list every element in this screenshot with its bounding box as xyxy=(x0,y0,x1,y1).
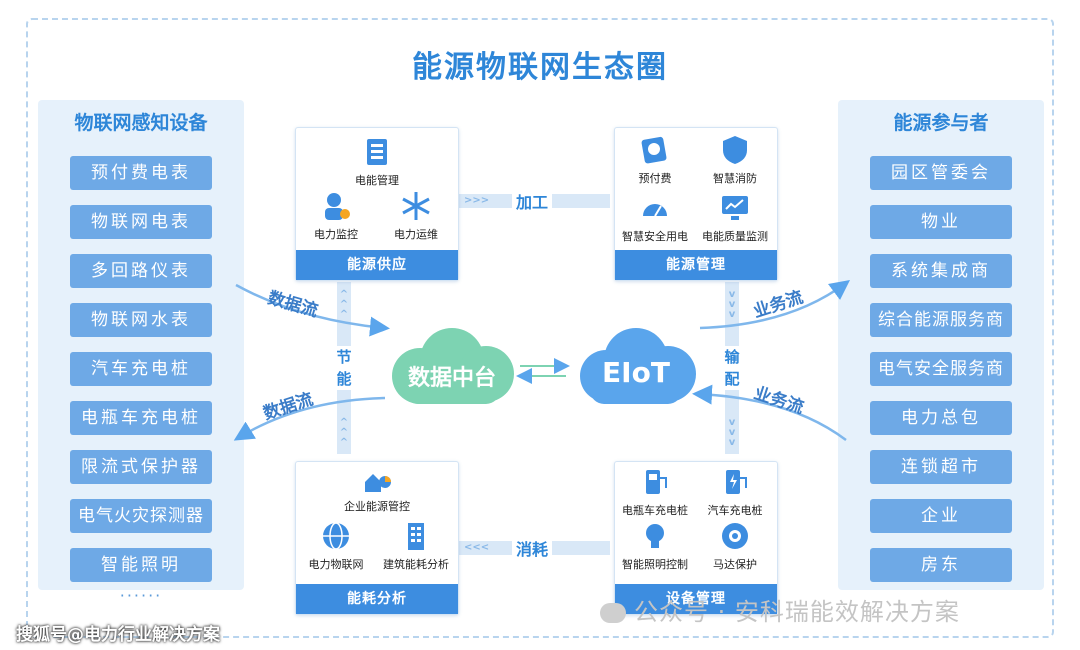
left-item: 汽车充电桩 xyxy=(70,352,212,386)
gauge-icon xyxy=(643,204,667,217)
left-item: 电瓶车充电桩 xyxy=(70,401,212,435)
sohu-watermark: 搜狐号@电力行业解决方案 xyxy=(16,625,220,645)
box-item-label: 智能照明控制 xyxy=(622,558,688,571)
right-item: 园区管委会 xyxy=(870,156,1012,190)
left-panel-heading: 物联网感知设备 xyxy=(74,112,208,134)
box-item-label: 电能质量监测 xyxy=(702,230,768,243)
right-item: 系统集成商 xyxy=(870,254,1012,288)
connector-top-label: 加工 xyxy=(512,189,553,213)
box-item: 马达保护 xyxy=(695,520,775,572)
home-pie-icon xyxy=(365,474,391,492)
car-charger-icon xyxy=(726,470,747,494)
left-item: 限流式保护器 xyxy=(70,450,212,484)
left-item: 智能照明 xyxy=(70,548,212,582)
box-item-label: 建筑能耗分析 xyxy=(383,558,449,571)
data-platform-label: 数据中台 xyxy=(407,366,496,391)
box-item: 电力物联网 xyxy=(296,520,376,572)
box-item: 电能管理 xyxy=(337,136,417,188)
wechat-icon xyxy=(600,603,626,623)
box-item: 智慧消防 xyxy=(695,134,775,186)
right-item: 综合能源服务商 xyxy=(870,303,1012,337)
chevrons-left-icon: <<< xyxy=(464,542,490,553)
building-icon xyxy=(408,523,424,550)
box-item-label: 电力运维 xyxy=(394,228,438,241)
box-footer: 能耗分析 xyxy=(296,584,458,614)
box-item: 预付费 xyxy=(615,134,695,186)
box-footer: 设备管理 xyxy=(615,584,777,614)
left-item: 预付费电表 xyxy=(70,156,212,190)
box-item: 电瓶车充电桩 xyxy=(615,466,695,518)
right-item: 电气安全服务商 xyxy=(870,352,1012,386)
box-item-label: 马达保护 xyxy=(713,558,757,571)
box-item-label: 电能管理 xyxy=(355,174,399,187)
connector-bottom-label: 消耗 xyxy=(512,536,553,560)
engineer-icon xyxy=(325,193,350,220)
motor-gear-icon xyxy=(722,523,748,549)
connector-left-label: 节能 xyxy=(334,346,354,390)
lightbulb-icon xyxy=(646,524,664,548)
chevrons-up-icon: ^^^ xyxy=(339,417,349,448)
eiot-label: EIoT xyxy=(602,356,670,389)
more-ellipsis: ······ xyxy=(119,586,163,605)
wechat-watermark: 公众号 · 安科瑞能效解决方案 xyxy=(600,592,960,627)
box-item: 企业能源管控 xyxy=(337,468,417,514)
monitor-chart-icon xyxy=(722,196,748,220)
left-item: 物联网水表 xyxy=(70,303,212,337)
right-item: 企业 xyxy=(870,499,1012,533)
diagram-frame xyxy=(26,18,1054,638)
box-item-label: 预付费 xyxy=(638,172,672,185)
prepaid-icon xyxy=(641,136,667,164)
box-energy-supply: 电能管理 电力监控 电力运维 能源供应 xyxy=(295,127,459,281)
box-item: 电能质量监测 xyxy=(695,192,775,244)
box-footer: 能源供应 xyxy=(296,250,458,280)
left-item: 多回路仪表 xyxy=(70,254,212,288)
left-panel: 物联网感知设备 预付费电表 物联网电表 多回路仪表 物联网水表 汽车充电桩 电瓶… xyxy=(38,100,244,605)
chevrons-right-icon: >>> xyxy=(464,195,490,206)
right-item: 连锁超市 xyxy=(870,450,1012,484)
right-panel: 能源参与者 园区管委会 物业 系统集成商 综合能源服务商 电气安全服务商 电力总… xyxy=(838,100,1044,590)
box-energy-management: 预付费 智慧消防 智慧安全用电 电能质量监测 能源管理 xyxy=(614,127,778,281)
box-item: 汽车充电桩 xyxy=(695,466,775,518)
box-item-label: 汽车充电桩 xyxy=(707,504,763,517)
box-item-label: 电瓶车充电桩 xyxy=(622,504,688,517)
box-item-label: 智慧消防 xyxy=(713,172,757,185)
box-item: 电力运维 xyxy=(376,190,456,242)
box-item-label: 企业能源管控 xyxy=(344,500,410,513)
box-equipment-management: 电瓶车充电桩 汽车充电桩 智能照明控制 马达保护 设备管理 xyxy=(614,461,778,615)
box-item: 电力监控 xyxy=(296,190,376,242)
box-energy-consumption: 企业能源管控 电力物联网 建筑能耗分析 能耗分析 xyxy=(295,461,459,615)
eiot-cloud xyxy=(580,328,696,404)
right-panel-heading: 能源参与者 xyxy=(893,112,989,134)
box-item: 智慧安全用电 xyxy=(615,192,695,244)
box-footer: 能源管理 xyxy=(615,250,777,280)
power-management-icon xyxy=(367,139,387,165)
right-item: 房东 xyxy=(870,548,1012,582)
box-item: 建筑能耗分析 xyxy=(376,520,456,572)
snowflake-icon xyxy=(402,192,430,220)
globe-bolt-icon xyxy=(323,522,349,550)
left-item: 电气火灾探测器 xyxy=(70,499,212,533)
ev-charger-icon xyxy=(646,470,667,494)
connector-right-label: 输配 xyxy=(722,346,742,390)
right-item: 电力总包 xyxy=(870,401,1012,435)
box-item-label: 智慧安全用电 xyxy=(622,230,688,243)
shield-icon xyxy=(723,136,747,164)
left-item: 物联网电表 xyxy=(70,205,212,239)
box-item-label: 电力监控 xyxy=(314,228,358,241)
wechat-watermark-text: 公众号 · 安科瑞能效解决方案 xyxy=(634,598,960,626)
right-item: 物业 xyxy=(870,205,1012,239)
box-item: 智能照明控制 xyxy=(615,520,695,572)
box-item-label: 电力物联网 xyxy=(308,558,364,571)
diagram-title: 能源物联网生态圈 xyxy=(412,50,668,85)
chevrons-up-icon: ^^^ xyxy=(339,289,349,320)
data-platform-cloud xyxy=(392,328,514,404)
